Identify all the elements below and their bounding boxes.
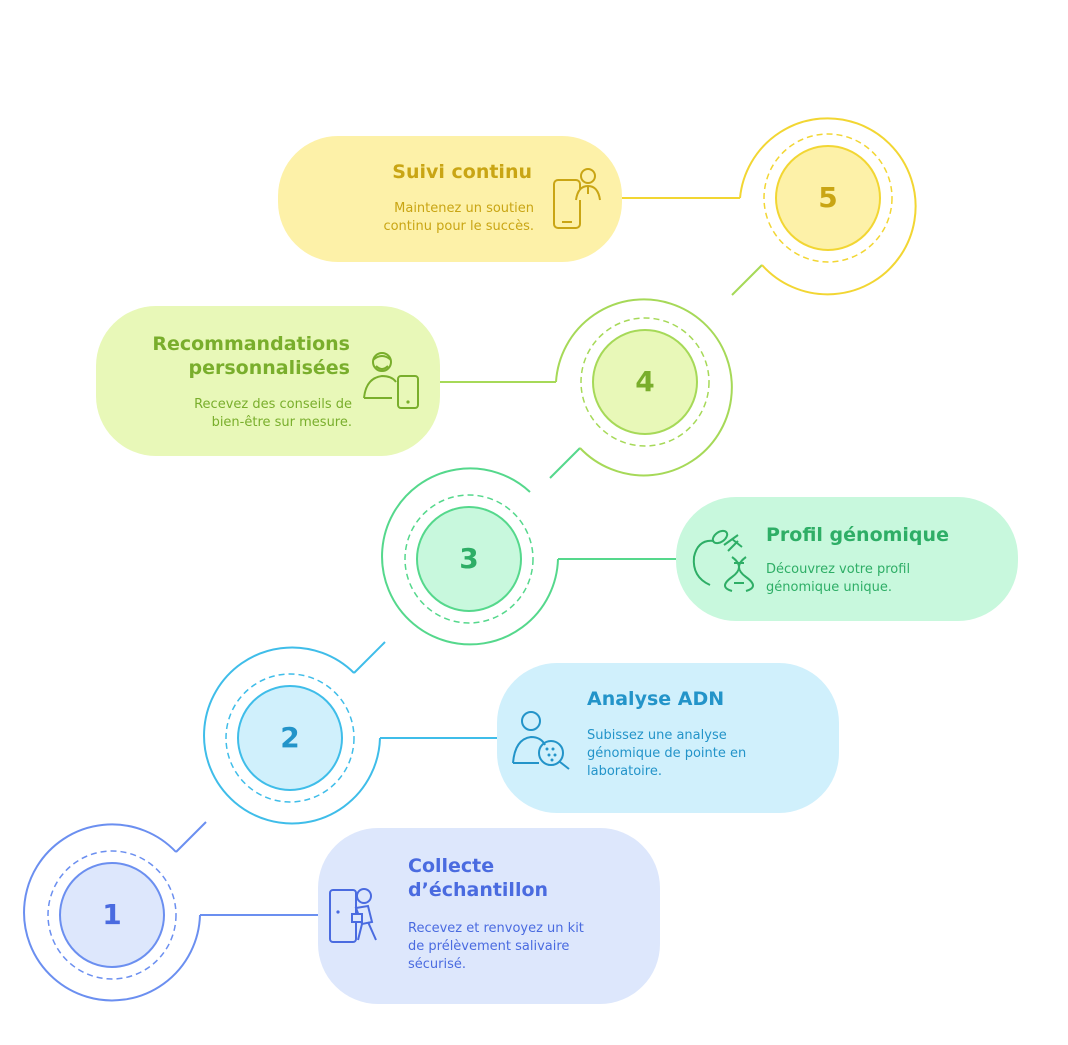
step-4-card: Recommandations personnalisées Recevez d… (96, 306, 440, 456)
step-5-desc-line-1: Maintenez un soutien (394, 201, 534, 216)
step-3-circle (381, 467, 559, 646)
step-3-title: Profil génomique (766, 523, 949, 547)
step-4-title-line-2: personnalisées (188, 357, 350, 379)
step-1-title-line-1: Collecte (408, 855, 495, 877)
step-1-title-line-2: d’échantillon (408, 879, 549, 901)
person-phone-icon (553, 168, 601, 229)
step-2-description: Subissez une analyse génomique de pointe… (587, 727, 746, 781)
step-5-number: 5 (818, 181, 838, 214)
step-2-card: Analyse ADN Subissez une analyse génomiq… (497, 663, 839, 813)
step-5-card: Suivi continu Maintenez un soutien conti… (278, 136, 622, 262)
step-1-description: Recevez et renvoyez un kit de prélèvemen… (408, 920, 584, 974)
step-2-desc-line-1: Subissez une analyse (587, 728, 727, 743)
step-5-title: Suivi continu (392, 160, 532, 184)
step-5-circle (739, 117, 917, 296)
step-3-description: Découvrez votre profil génomique unique. (766, 561, 910, 597)
step-1-number: 1 (102, 898, 122, 931)
step-3-title-line-1: Profil génomique (766, 524, 949, 546)
step-2-circle (203, 646, 381, 825)
step-5-desc-line-2: continu pour le succès. (383, 219, 534, 234)
dna-apple-icon (692, 529, 754, 592)
step-3-card: Profil génomique Découvrez votre profil … (676, 497, 1018, 621)
connector-3-4 (549, 447, 581, 479)
step-1-desc-line-1: Recevez et renvoyez un kit (408, 921, 584, 936)
step-1-desc-line-3: sécurisé. (408, 957, 467, 972)
step-5-description: Maintenez un soutien continu pour le suc… (383, 200, 534, 236)
connector-2-3 (353, 641, 386, 674)
step-5-title-line-1: Suivi continu (392, 161, 532, 183)
connector-4-5 (731, 264, 763, 296)
step-3-number: 3 (459, 542, 479, 575)
step-4-desc-line-1: Recevez des conseils de (194, 397, 352, 412)
step-4-circle (555, 298, 733, 477)
step-4-number: 4 (635, 365, 655, 398)
step-4-desc-line-2: bien-être sur mesure. (211, 415, 352, 430)
step-2-desc-line-2: génomique de pointe en (587, 746, 747, 761)
step-2-title: Analyse ADN (587, 687, 724, 711)
step-1-title: Collecte d’échantillon (408, 854, 548, 902)
step-4-title: Recommandations personnalisées (152, 332, 350, 380)
doctor-tablet-icon (363, 352, 419, 409)
step-1-card: Collecte d’échantillon Recevez et renvoy… (318, 828, 660, 1004)
connector-1-2 (175, 821, 207, 853)
step-2-title-line-1: Analyse ADN (587, 688, 725, 710)
step-2-desc-line-3: laboratoire. (587, 764, 662, 779)
step-4-title-line-1: Recommandations (152, 333, 350, 355)
step-1-circle (23, 823, 201, 1002)
step-4-description: Recevez des conseils de bien-être sur me… (194, 396, 352, 432)
scientist-microscope-icon (512, 711, 570, 770)
sample-kit-person-icon (329, 888, 377, 943)
step-1-desc-line-2: de prélèvement salivaire (408, 939, 570, 954)
step-3-desc-line-2: génomique unique. (766, 580, 893, 595)
step-2-number: 2 (280, 721, 300, 754)
step-3-desc-line-1: Découvrez votre profil (766, 562, 911, 577)
